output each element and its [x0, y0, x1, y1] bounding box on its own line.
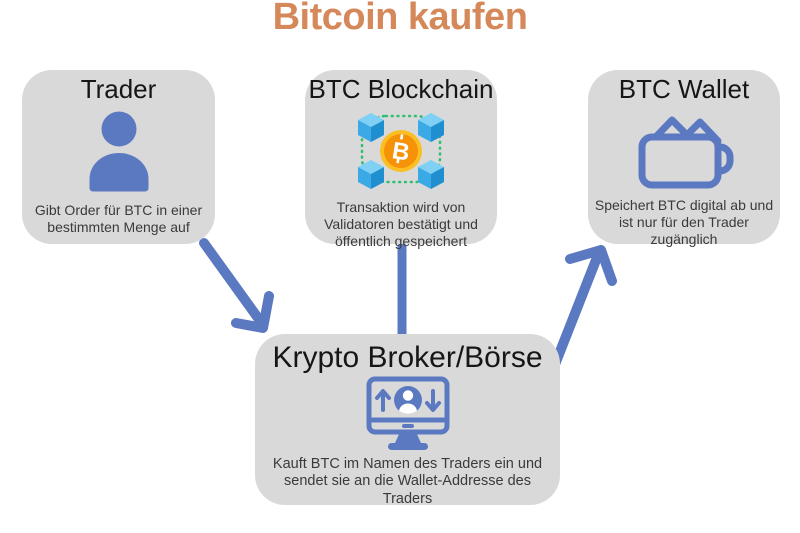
exchange-monitor-icon: [366, 376, 449, 450]
bitcoin-coin-icon: B: [380, 129, 422, 172]
node-trader: Trader Gibt Order für BTC in einer besti…: [22, 70, 215, 244]
blockchain-title: BTC Blockchain: [308, 74, 494, 104]
cube-bottom-left: [358, 159, 384, 189]
arrow-broker-to-wallet: [547, 245, 617, 377]
page-title: Bitcoin kaufen: [272, 0, 528, 38]
wallet-title: BTC Wallet: [618, 74, 750, 104]
cube-top-left: [358, 112, 384, 142]
blockchain-cubes-icon: B: [358, 112, 444, 189]
avatar-icon: [393, 385, 422, 414]
broker-title: Krypto Broker/Börse: [272, 341, 543, 374]
wallet-icon: [638, 116, 734, 189]
cube-bottom-right: [418, 159, 444, 189]
broker-description: Kauft BTC im Namen des Traders ein und s…: [272, 455, 543, 507]
trader-title: Trader: [80, 74, 157, 104]
arrow-trader-to-broker: [199, 238, 274, 333]
person-icon: [89, 111, 148, 192]
node-krypto-broker: Krypto Broker/Börse: [255, 334, 560, 507]
wallet-description: Speichert BTC digital ab und ist nur für…: [594, 196, 774, 248]
cube-top-right: [418, 112, 444, 142]
blockchain-description: Transaktion wird von Validatoren bestäti…: [324, 198, 478, 250]
node-btc-blockchain: BTC Blockchain: [305, 70, 497, 249]
node-btc-wallet: BTC Wallet Speichert BTC digital ab und …: [588, 70, 780, 247]
svg-text:B: B: [390, 137, 411, 166]
trader-description: Gibt Order für BTC in einer bestimmten M…: [34, 201, 203, 235]
